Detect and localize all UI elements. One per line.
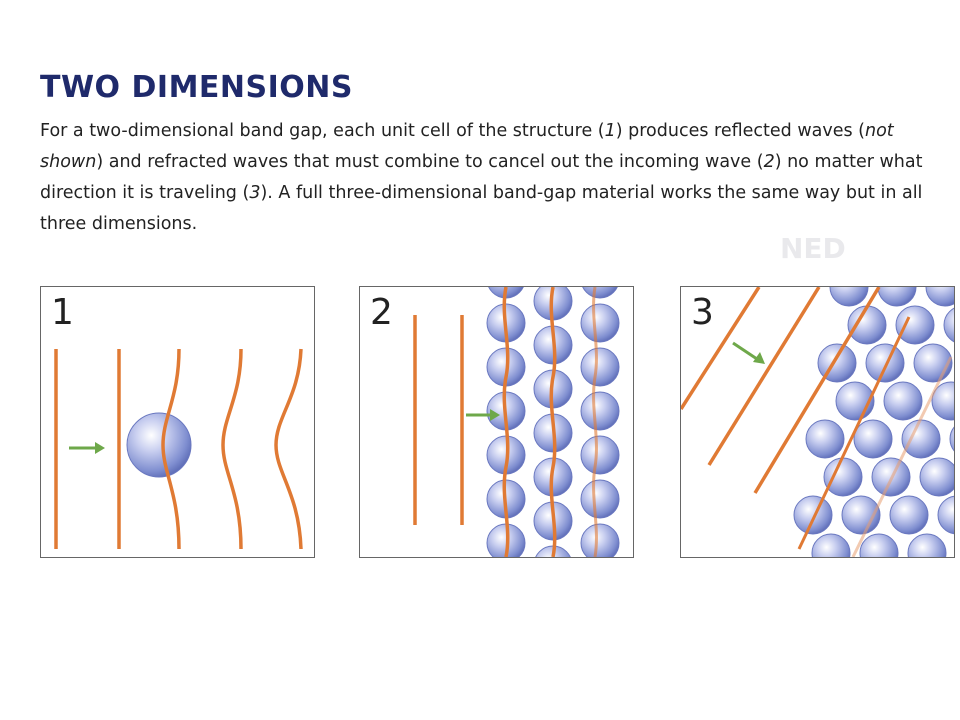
- caption-ref-1: 1: [604, 121, 616, 141]
- sphere: [937, 495, 954, 535]
- sphere: [580, 347, 620, 387]
- caption-not-shown: not shown: [40, 121, 894, 172]
- wave-line: [592, 287, 598, 557]
- wave-line: [707, 287, 821, 466]
- caption-text: ) no matter what direction it is traveli…: [40, 152, 923, 203]
- panel-2-diagram: [413, 287, 620, 557]
- sphere: [907, 533, 947, 557]
- panel-number-3: 3: [691, 292, 714, 333]
- wave-line: [221, 348, 243, 550]
- page-title: TWO DIMENSIONS: [40, 70, 354, 105]
- sphere: [883, 381, 923, 421]
- caption-text: ) produces reflected waves (: [615, 121, 865, 141]
- sphere: [580, 523, 620, 557]
- caption-text: For a two-dimensional band gap, each uni…: [40, 121, 605, 141]
- sphere: [811, 533, 851, 557]
- sphere: [877, 287, 917, 307]
- sphere: [829, 287, 869, 307]
- panel-3-diagram: [681, 287, 954, 557]
- panel-1-diagram: [54, 348, 303, 550]
- sphere: [949, 426, 954, 452]
- sphere: [580, 391, 620, 431]
- sphere: [865, 343, 905, 383]
- wave-line: [681, 287, 761, 410]
- sphere: [847, 305, 887, 345]
- sphere-lattice: [793, 287, 954, 557]
- caption-text: ). A full three-dimensional band-gap mat…: [40, 183, 923, 234]
- wave-line: [274, 348, 303, 550]
- sphere-lattice: [486, 287, 620, 557]
- sphere: [793, 495, 833, 535]
- panel-3: 3: [680, 286, 955, 558]
- caption-paragraph: For a two-dimensional band gap, each uni…: [40, 116, 940, 240]
- sphere: [580, 303, 620, 343]
- sphere: [859, 533, 899, 557]
- wave-line: [549, 287, 557, 557]
- wave-line: [753, 287, 881, 494]
- wave-line: [161, 348, 181, 550]
- sphere: [889, 495, 929, 535]
- arrow-icon: [732, 341, 765, 364]
- sphere: [919, 457, 954, 497]
- sphere: [925, 287, 954, 307]
- sphere: [823, 457, 863, 497]
- wave-line: [851, 356, 953, 557]
- sphere: [931, 381, 954, 421]
- arrow-icon: [466, 409, 500, 421]
- sphere: [580, 479, 620, 519]
- sphere: [853, 419, 893, 459]
- sphere: [805, 419, 845, 459]
- sphere: [895, 305, 935, 345]
- sphere: [582, 287, 618, 299]
- sphere: [913, 343, 953, 383]
- panel-1: 1: [40, 286, 315, 558]
- caption-text: ) and refracted waves that must combine …: [96, 152, 764, 172]
- sphere: [943, 307, 954, 343]
- panel-2: 2: [359, 286, 634, 558]
- wave-line: [797, 316, 911, 550]
- caption-ref-3: 3: [249, 183, 261, 203]
- sphere: [901, 419, 941, 459]
- arrow-icon: [69, 442, 105, 454]
- caption-ref-2: 2: [763, 152, 775, 172]
- sphere: [580, 435, 620, 475]
- panel-number-2: 2: [370, 292, 393, 333]
- sphere: [126, 412, 192, 478]
- ghost-text-1: NED: [780, 232, 846, 265]
- panel-number-1: 1: [51, 292, 74, 333]
- wave-line: [502, 287, 510, 557]
